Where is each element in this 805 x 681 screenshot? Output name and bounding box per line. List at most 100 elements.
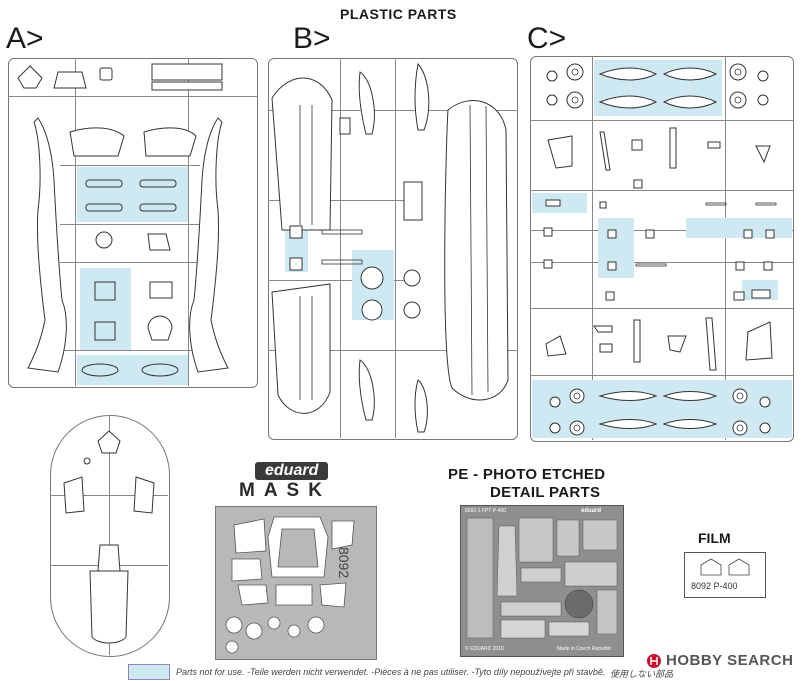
wheel [566,91,584,109]
strut-part [705,317,717,371]
clear-parts-sprue [50,415,172,660]
prop-blade [598,391,658,401]
prop-blade [414,62,430,131]
small-part [607,229,617,239]
prop-blade [358,71,375,135]
small-part [707,141,721,149]
mask-section: eduard MASK 8092 [215,462,385,662]
unused-part-area [77,355,188,385]
round-part [95,231,113,249]
small-part [607,261,617,271]
sprue-a-parts [17,63,229,377]
oxygen-bottle-part [545,335,567,357]
unused-parts-legend-swatch [128,664,170,680]
wheel [759,422,771,434]
mask-word: MASK [239,480,331,501]
small-part [543,227,553,237]
exhaust-stack [139,203,177,212]
gunsight-glass [83,457,91,465]
strut-part [669,127,677,169]
small-part [631,139,643,151]
film-sheet: 8092 P-400 [684,552,766,598]
pe-fret-made-in: Made in Czech Republic [557,646,612,652]
wheel [729,63,747,81]
fuselage-left-half [27,117,67,373]
canopy-parts [63,430,155,644]
nose-intake-part [53,71,87,89]
watermark-text: HOBBY SEARCH [666,652,794,669]
wheel [549,396,561,408]
unused-part-area [686,218,792,238]
wheel [569,420,585,436]
small-part [339,117,351,135]
prop-blade [662,95,718,109]
small-part [733,291,745,301]
unused-part-area [532,380,792,438]
wheel [732,388,748,404]
pe-title-line1: PE - PHOTO ETCHED [448,466,606,483]
spinner-part [403,269,421,287]
sprue-b-frame [268,58,518,440]
prop-blade [598,95,658,109]
pe-title-line2: DETAIL PARTS [490,484,601,501]
small-square-part [289,257,303,271]
pe-fret-code: 8092-1 FPT P-400 [465,508,507,514]
strut-part [633,319,641,363]
small-part [543,259,553,269]
seat-back-part [149,281,173,299]
unused-part-area [77,167,188,222]
prop-blade [662,67,718,81]
small-part [599,343,613,353]
unused-part-area [598,218,634,278]
propeller-hub [361,299,383,321]
unused-part-area [285,220,308,272]
unused-part-area [594,60,722,116]
wheel [546,94,558,106]
small-part [765,229,775,239]
gear-leg-part [547,135,573,169]
unused-part-area [532,193,587,213]
tailwheel-part [755,145,771,164]
drop-tank-half [81,363,119,377]
small-part [605,291,615,301]
prop-blade [598,67,658,81]
propeller-hub [360,266,384,290]
sprue-b-parts [271,62,509,433]
mask-sheet: 8092 [215,506,377,660]
prop-blade [414,379,428,433]
unused-part-area [352,250,394,320]
wheel [569,388,585,404]
exhaust-stack [85,179,123,188]
exhaust-stack [139,179,177,188]
windscreen-part [97,430,121,454]
wheel [549,422,561,434]
seat-part [94,321,116,341]
unused-parts-legend-japanese: 使用しない部品 [610,669,674,679]
hobby-search-watermark: HOBBY SEARCH [646,652,793,669]
small-part [645,229,655,239]
unused-part-area [80,268,131,350]
canopy-rear [97,544,121,572]
wheel [566,63,584,81]
canopy-side-right [133,476,155,514]
wing-upper-left [271,77,333,231]
film-shapes [700,558,750,576]
seat-part [94,281,116,301]
wheel [729,91,747,109]
mask-brand-logo: eduard [255,462,329,480]
exhaust-stack [85,203,123,212]
small-square-part [289,225,303,239]
panel-strip-part [151,81,223,91]
wheel [732,420,748,436]
prop-blade [598,419,658,429]
sprue-c-label: C> [527,22,567,55]
drop-tank-half [141,363,179,377]
prop-blade [662,419,718,429]
small-part [667,335,687,353]
gear-leg-part [745,321,773,361]
wheel [757,70,769,82]
wing-upper-main [444,100,509,401]
small-part [633,179,643,189]
page-title: PLASTIC PARTS [340,6,457,22]
pe-fret: 8092-1 FPT P-400 eduard © EDUARD 2019 Ma… [460,505,624,657]
